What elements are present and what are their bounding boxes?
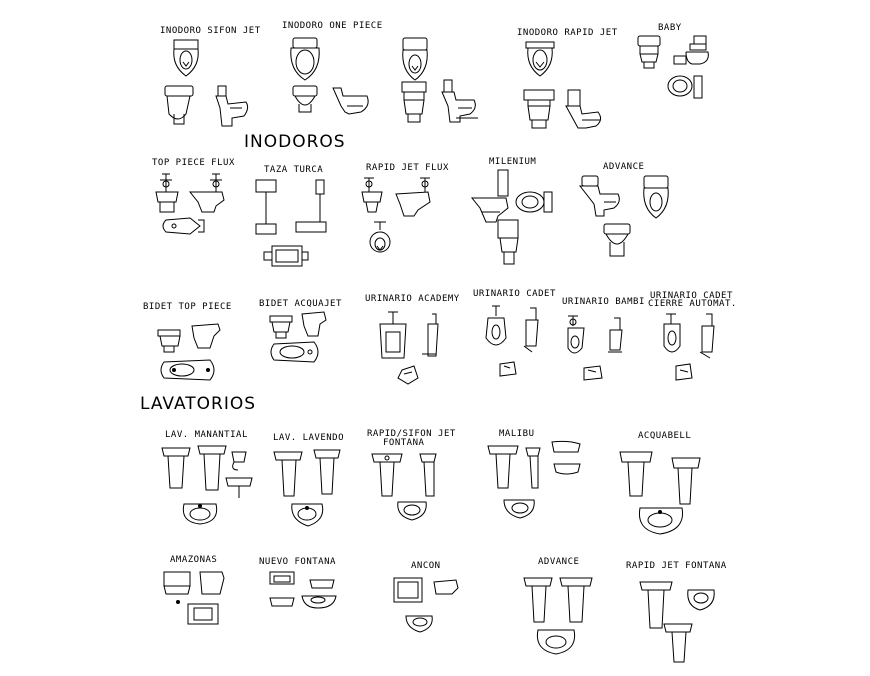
- ancon-drawing: [393, 577, 459, 633]
- inodoro-rapid-jet-drawing: [523, 41, 602, 129]
- urinario-bambi-drawing: [567, 315, 623, 381]
- label-inodoro-rapid-jet: INODORO RAPID JET: [517, 28, 618, 38]
- lav-lavendo-drawing: [273, 449, 341, 527]
- malibu-drawing: [487, 440, 581, 519]
- label-advance-lavatorio: ADVANCE: [538, 557, 580, 567]
- taza-turca-drawing: [255, 179, 327, 267]
- bidet-top-piece-drawing: [157, 323, 221, 381]
- rapid-jet-fontana-drawing: [639, 581, 715, 663]
- urinario-cadet-cierre-drawing: [663, 313, 715, 381]
- bidet-acquajet-drawing: [269, 311, 327, 363]
- lav-manantial-drawing: [161, 445, 253, 525]
- urinario-cadet-drawing: [485, 305, 539, 377]
- section-title-lavatorios: LAVATORIOS: [140, 394, 257, 414]
- label-milenium: MILENIUM: [489, 157, 537, 167]
- label-urinario-cadet-cierre-1: URINARIO CADET: [650, 291, 733, 301]
- label-bidet-top-piece: BIDET TOP PIECE: [143, 302, 232, 312]
- label-rapid-jet-fontana: RAPID JET FONTANA: [626, 561, 727, 571]
- baby-drawing: [637, 35, 709, 99]
- label-urinario-academy: URINARIO ACADEMY: [365, 294, 460, 304]
- label-ancon: ANCON: [411, 561, 441, 571]
- advance-lavatorio-drawing: [523, 577, 593, 655]
- label-urinario-bambi: URINARIO BAMBI: [562, 297, 645, 307]
- label-baby: BABY: [658, 23, 682, 33]
- label-bidet-acquajet: BIDET ACQUAJET: [259, 299, 342, 309]
- inodoro-sifon-jet-drawing: [164, 39, 249, 127]
- label-inodoro-sifon-jet: INODORO SIFON JET: [160, 26, 261, 36]
- advance-inodoro-drawing: [578, 175, 669, 257]
- label-urinario-cadet: URINARIO CADET: [473, 289, 556, 299]
- label-rapid-sifon-jet-fontana-1: RAPID/SIFON JET: [367, 429, 456, 439]
- label-rapid-jet-flux: RAPID JET FLUX: [366, 163, 449, 173]
- top-piece-flux-drawing: [155, 173, 225, 235]
- label-taza-turca: TAZA TURCA: [264, 165, 324, 175]
- label-lav-lavendo: LAV. LAVENDO: [273, 433, 345, 443]
- nuevo-fontana-drawing: [269, 571, 337, 609]
- acquabell-drawing: [619, 451, 701, 535]
- label-urinario-cadet-cierre-2: CIERRE AUTOMAT.: [648, 299, 737, 309]
- label-amazonas: AMAZONAS: [170, 555, 218, 565]
- rapid-jet-flux-drawing: [361, 177, 431, 253]
- label-rapid-sifon-jet-fontana-2: FONTANA: [383, 438, 425, 448]
- label-advance-inodoro: ADVANCE: [603, 162, 645, 172]
- rapid-sifon-jet-fontana-drawing: [371, 453, 437, 521]
- label-malibu: MALIBU: [499, 429, 535, 439]
- amazonas-drawing: [163, 571, 225, 625]
- label-acquabell: ACQUABELL: [638, 431, 692, 441]
- label-nuevo-fontana: NUEVO FONTANA: [259, 557, 336, 567]
- label-inodoro-one-piece: INODORO ONE PIECE: [282, 21, 383, 31]
- inodoro-one-piece-drawing: [290, 37, 428, 115]
- inodoro-one-piece-side-drawing: [401, 79, 478, 123]
- section-title-inodoros: INODOROS: [244, 132, 346, 152]
- urinario-academy-drawing: [379, 311, 439, 385]
- milenium-drawing: [470, 169, 553, 265]
- label-top-piece-flux: TOP PIECE FLUX: [152, 158, 235, 168]
- label-lav-manantial: LAV. MANANTIAL: [165, 430, 248, 440]
